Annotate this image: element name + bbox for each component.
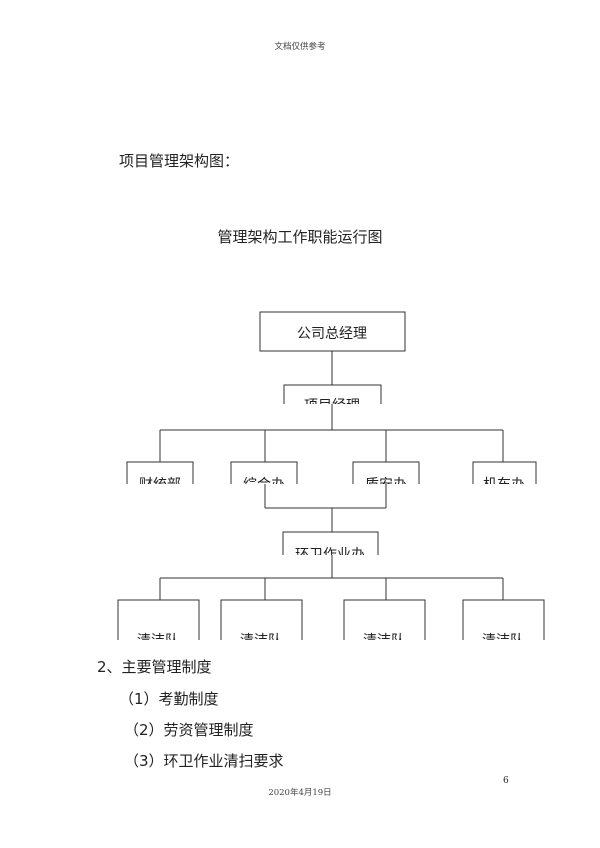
org-label-dept-3: 质安办 <box>365 477 407 493</box>
org-box-dept-4 <box>472 461 537 484</box>
list-item: （2）劳资管理制度 <box>124 721 254 739</box>
org-box-team-2 <box>220 599 303 640</box>
section-heading-2: 2、主要管理制度 <box>97 658 212 676</box>
org-label-dept-2: 综合办 <box>243 477 285 493</box>
org-label-top: 公司总经理 <box>297 326 367 342</box>
org-box-level2 <box>283 384 382 404</box>
org-label-team-1: 清洁队 <box>137 633 179 645</box>
org-box-team-4 <box>462 599 545 640</box>
chart-title: 管理架构工作职能运行图 <box>217 228 383 246</box>
org-box-dept-1 <box>126 461 194 484</box>
section-title: 项目管理架构图： <box>119 152 240 170</box>
list-item: （1）考勤制度 <box>119 690 219 708</box>
org-label-team-3: 清洁队 <box>363 633 405 645</box>
org-box-dept-2 <box>230 461 298 484</box>
page-number: 6 <box>503 776 509 786</box>
org-box-dept-3 <box>352 461 420 484</box>
org-box-team-3 <box>343 599 426 640</box>
org-label-team-4: 清洁队 <box>482 633 524 645</box>
list-item: （3）环卫作业清扫要求 <box>124 752 284 770</box>
page-footer: 2020年4月19日 <box>268 788 332 798</box>
page-header: 文档仅供参考 <box>274 42 326 52</box>
org-chart: 公司总经理 项目经理 财统部 综合办 质安办 机车办 环卫作业办 清洁队 清洁队… <box>117 311 545 645</box>
org-box-level4 <box>282 531 379 555</box>
org-label-dept-4: 机车办 <box>483 476 525 493</box>
org-label-level2: 项目经理 <box>304 398 360 414</box>
org-label-level4: 环卫作业办 <box>295 547 365 563</box>
org-label-team-2: 清洁队 <box>240 633 282 645</box>
org-box-team-1 <box>117 599 200 640</box>
org-label-dept-1: 财统部 <box>139 477 181 493</box>
